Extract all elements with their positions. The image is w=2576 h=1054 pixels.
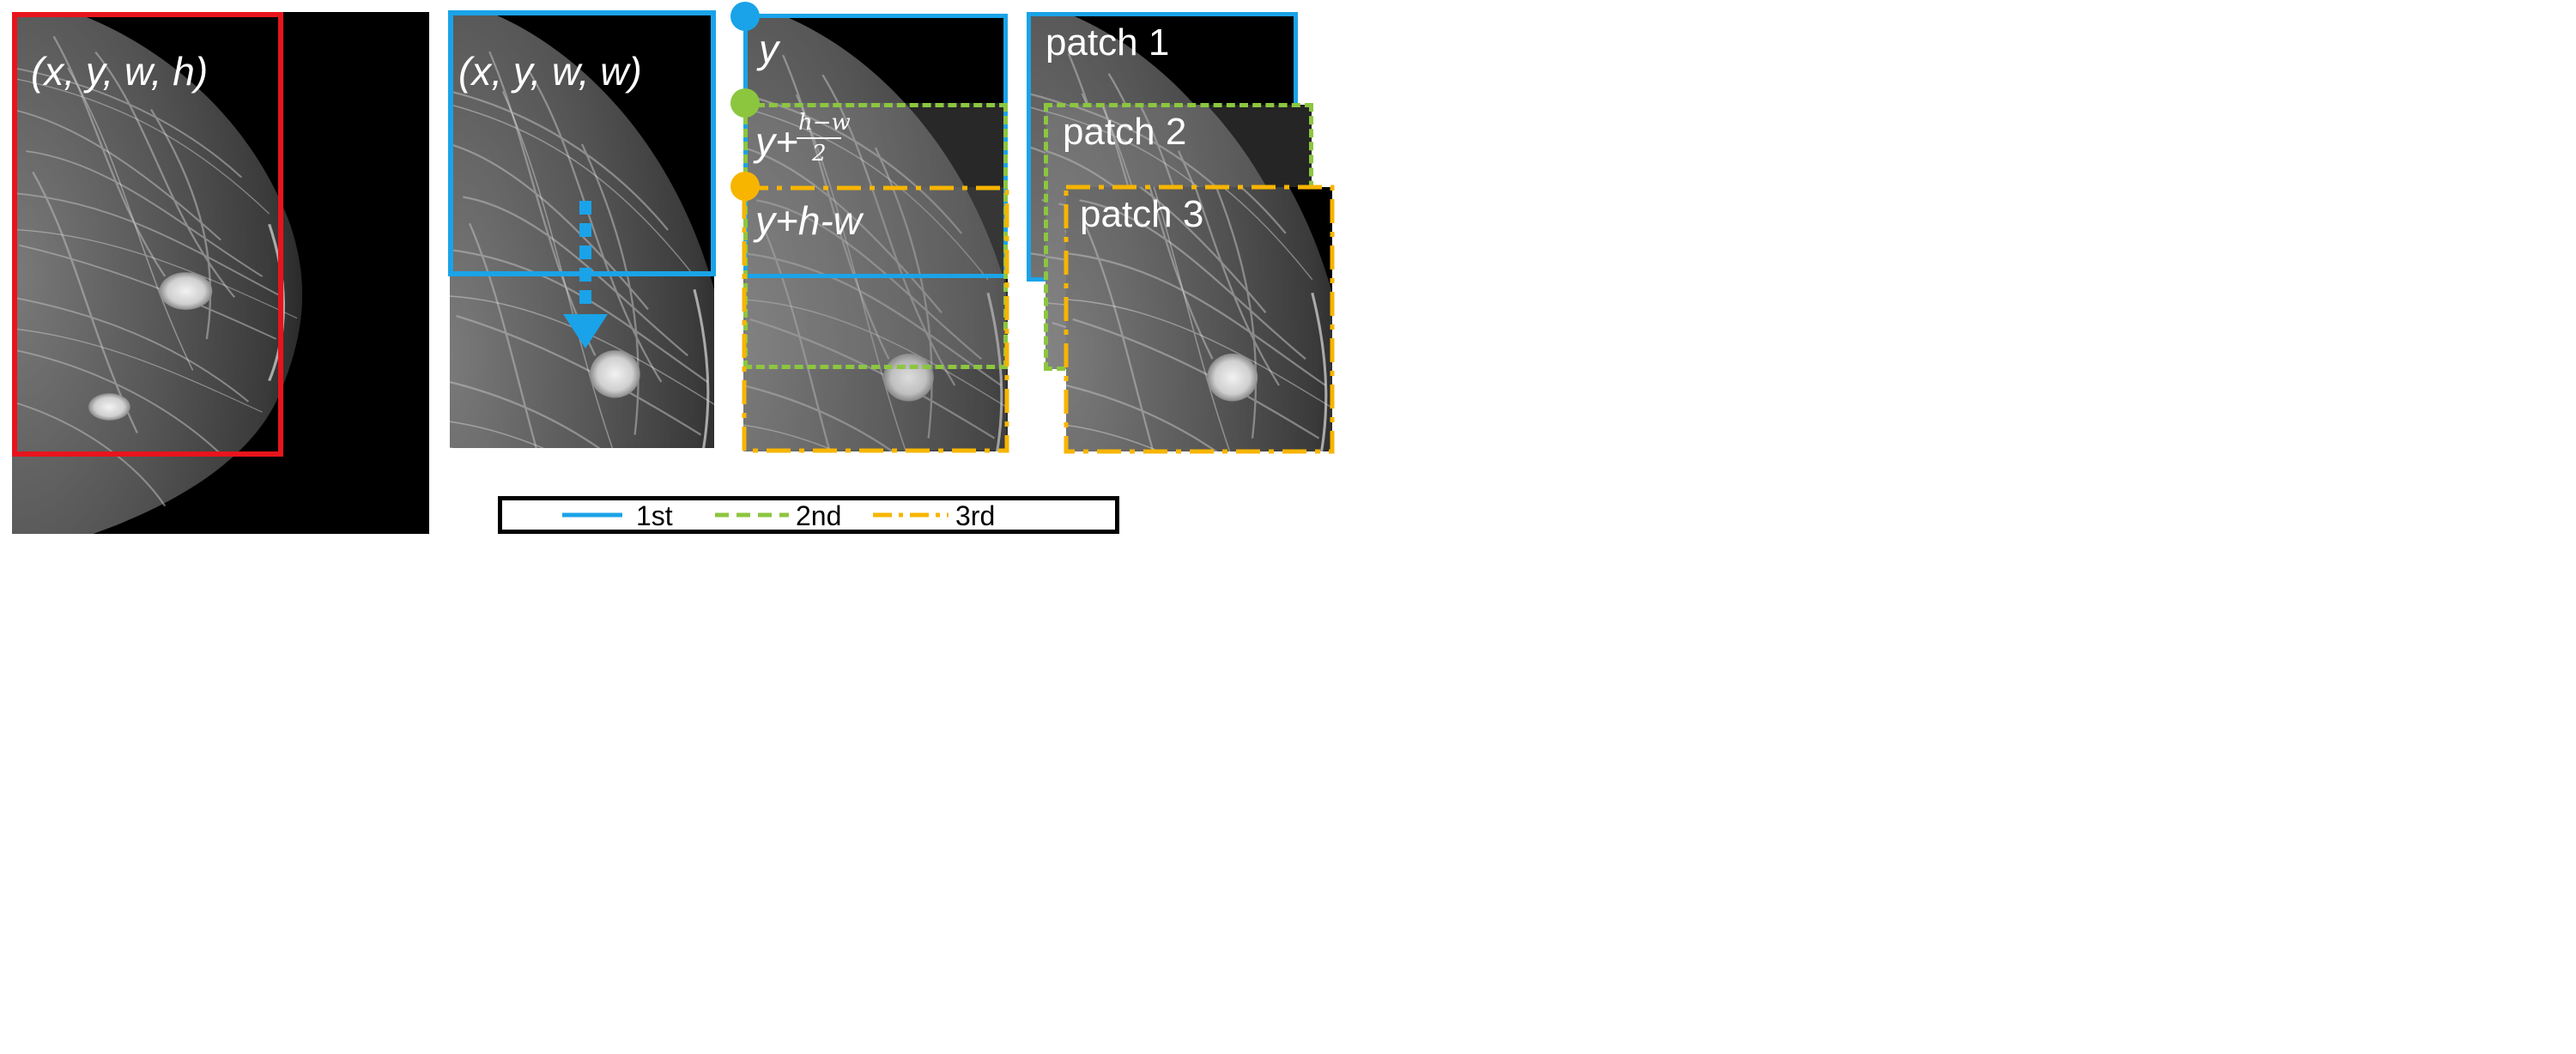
legend-line-2nd <box>715 512 789 518</box>
patch-2-label: patch 2 <box>1063 111 1187 153</box>
window-3rd-yellow <box>742 185 1009 453</box>
offset-label-mid-numerator: h−w <box>798 110 851 136</box>
legend-box: 1st 2nd 3rd <box>498 496 1119 534</box>
start-dot-green <box>730 88 760 118</box>
start-dot-yellow <box>730 172 760 201</box>
patch-3-image <box>1066 187 1332 451</box>
legend-label-1st: 1st <box>636 500 673 531</box>
patch-1-label: patch 1 <box>1046 21 1170 64</box>
crop-box-label: (x, y, w, h) <box>31 49 209 94</box>
window-overlay-3rd <box>745 187 1006 450</box>
offset-label-last: y+h-w <box>755 198 862 243</box>
legend-line-1st <box>562 512 622 518</box>
mammogram-stride-image <box>743 15 1008 451</box>
square-box-label: (x, y, w, w) <box>458 49 642 94</box>
patch-3-label: patch 3 <box>1080 193 1204 235</box>
start-dot-blue <box>730 2 760 31</box>
offset-label-mid-denominator: 2 <box>812 141 827 167</box>
offset-label-mid-prefix: y+ <box>755 119 798 164</box>
window-overlay-2nd <box>745 103 1006 369</box>
legend-line-3rd <box>873 512 949 518</box>
fraction-bar <box>797 137 841 139</box>
offset-label-y: y <box>759 27 779 71</box>
crop-box-red <box>12 12 283 457</box>
legend-label-2nd: 2nd <box>796 500 842 531</box>
patch-3-frame <box>1064 185 1335 454</box>
mammogram-full-image <box>12 12 429 534</box>
slide-down-arrow-icon <box>563 201 608 348</box>
legend-label-3rd: 3rd <box>955 500 996 531</box>
